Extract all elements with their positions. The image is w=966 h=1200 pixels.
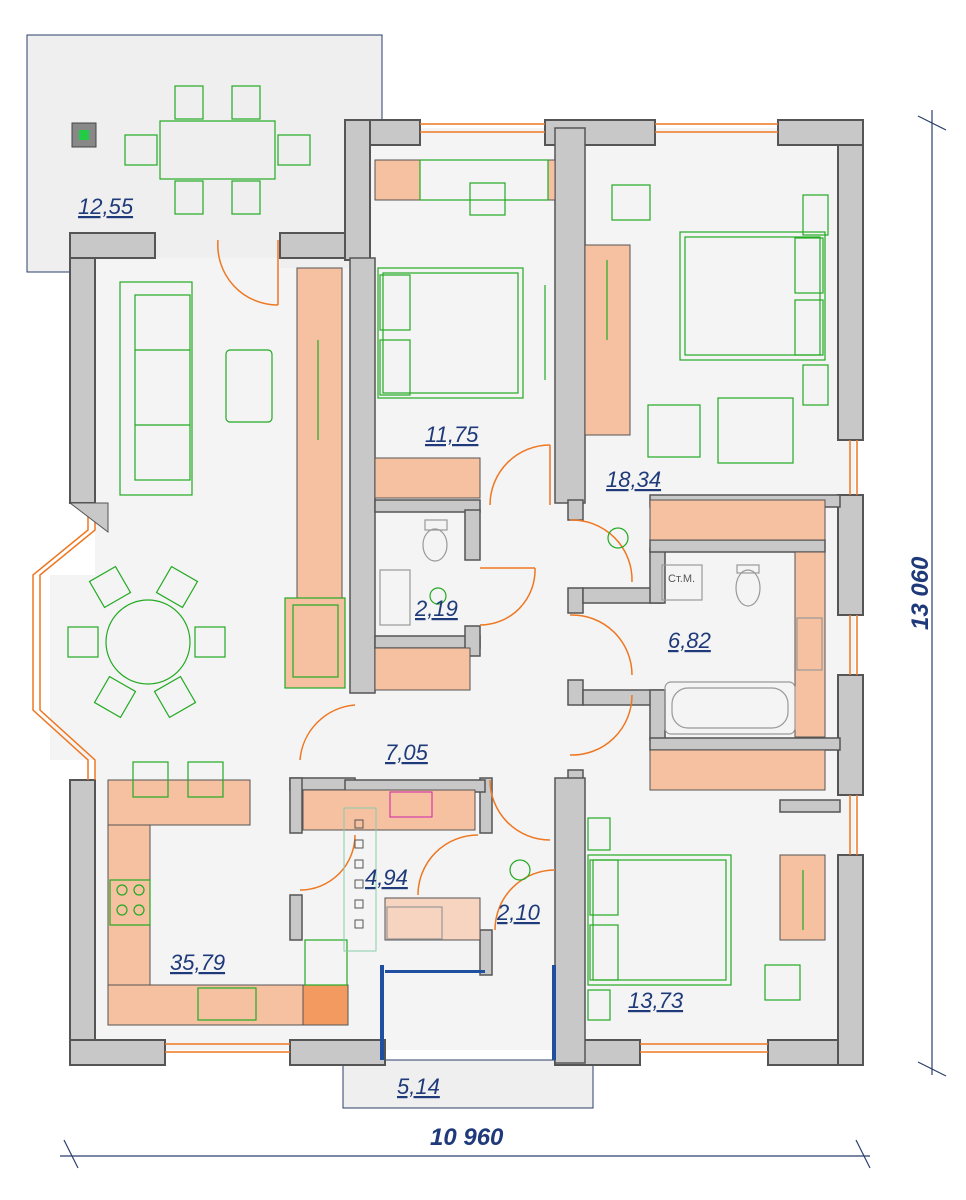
fireplace bbox=[284, 597, 346, 689]
area-label-porch: 5,14 bbox=[397, 1074, 440, 1099]
outer-walls bbox=[69, 119, 864, 1066]
height-dimension: 13 060 bbox=[907, 556, 934, 630]
bay-window bbox=[32, 503, 96, 780]
doors bbox=[217, 239, 633, 931]
kitchen-appliances bbox=[109, 879, 348, 1021]
area-label-wc-small: 2,19 bbox=[414, 596, 458, 621]
entrance-posts bbox=[380, 965, 556, 1060]
terrace-table bbox=[124, 85, 311, 215]
bedroom-tl-furniture bbox=[317, 159, 549, 440]
bay-window-wall bbox=[68, 502, 109, 534]
area-label-bedroom-bottom-right: 13,73 bbox=[628, 988, 684, 1013]
bedroom-tr-furniture bbox=[606, 184, 829, 464]
area-label-bathroom: 6,82 bbox=[668, 628, 711, 653]
area-label-closet: 2,10 bbox=[496, 900, 541, 925]
area-label-hallway: 7,05 bbox=[385, 740, 429, 765]
dimension-lines bbox=[60, 110, 947, 1169]
terrace-lamp-light bbox=[79, 130, 89, 140]
area-label-terrace: 12,55 bbox=[78, 194, 134, 219]
wc-label: Ст.М. bbox=[668, 573, 695, 585]
porch bbox=[342, 1059, 594, 1109]
sofa bbox=[119, 281, 273, 496]
width-dimension: 10 960 bbox=[430, 1124, 504, 1151]
washer-column bbox=[343, 791, 433, 952]
bedroom-br-furniture bbox=[587, 817, 804, 1021]
area-label-living-kitchen: 35,79 bbox=[170, 950, 225, 975]
people-icons bbox=[429, 527, 629, 881]
area-label-vestibule: 4,94 bbox=[365, 865, 408, 890]
bathroom-fixtures bbox=[379, 519, 823, 940]
dining-table-round bbox=[67, 565, 226, 798]
floor-fill bbox=[50, 128, 855, 1050]
area-label-bedroom-top-right: 18,34 bbox=[606, 467, 661, 492]
windows bbox=[165, 123, 858, 1053]
area-label-bedroom-top-left: 11,75 bbox=[425, 422, 479, 447]
